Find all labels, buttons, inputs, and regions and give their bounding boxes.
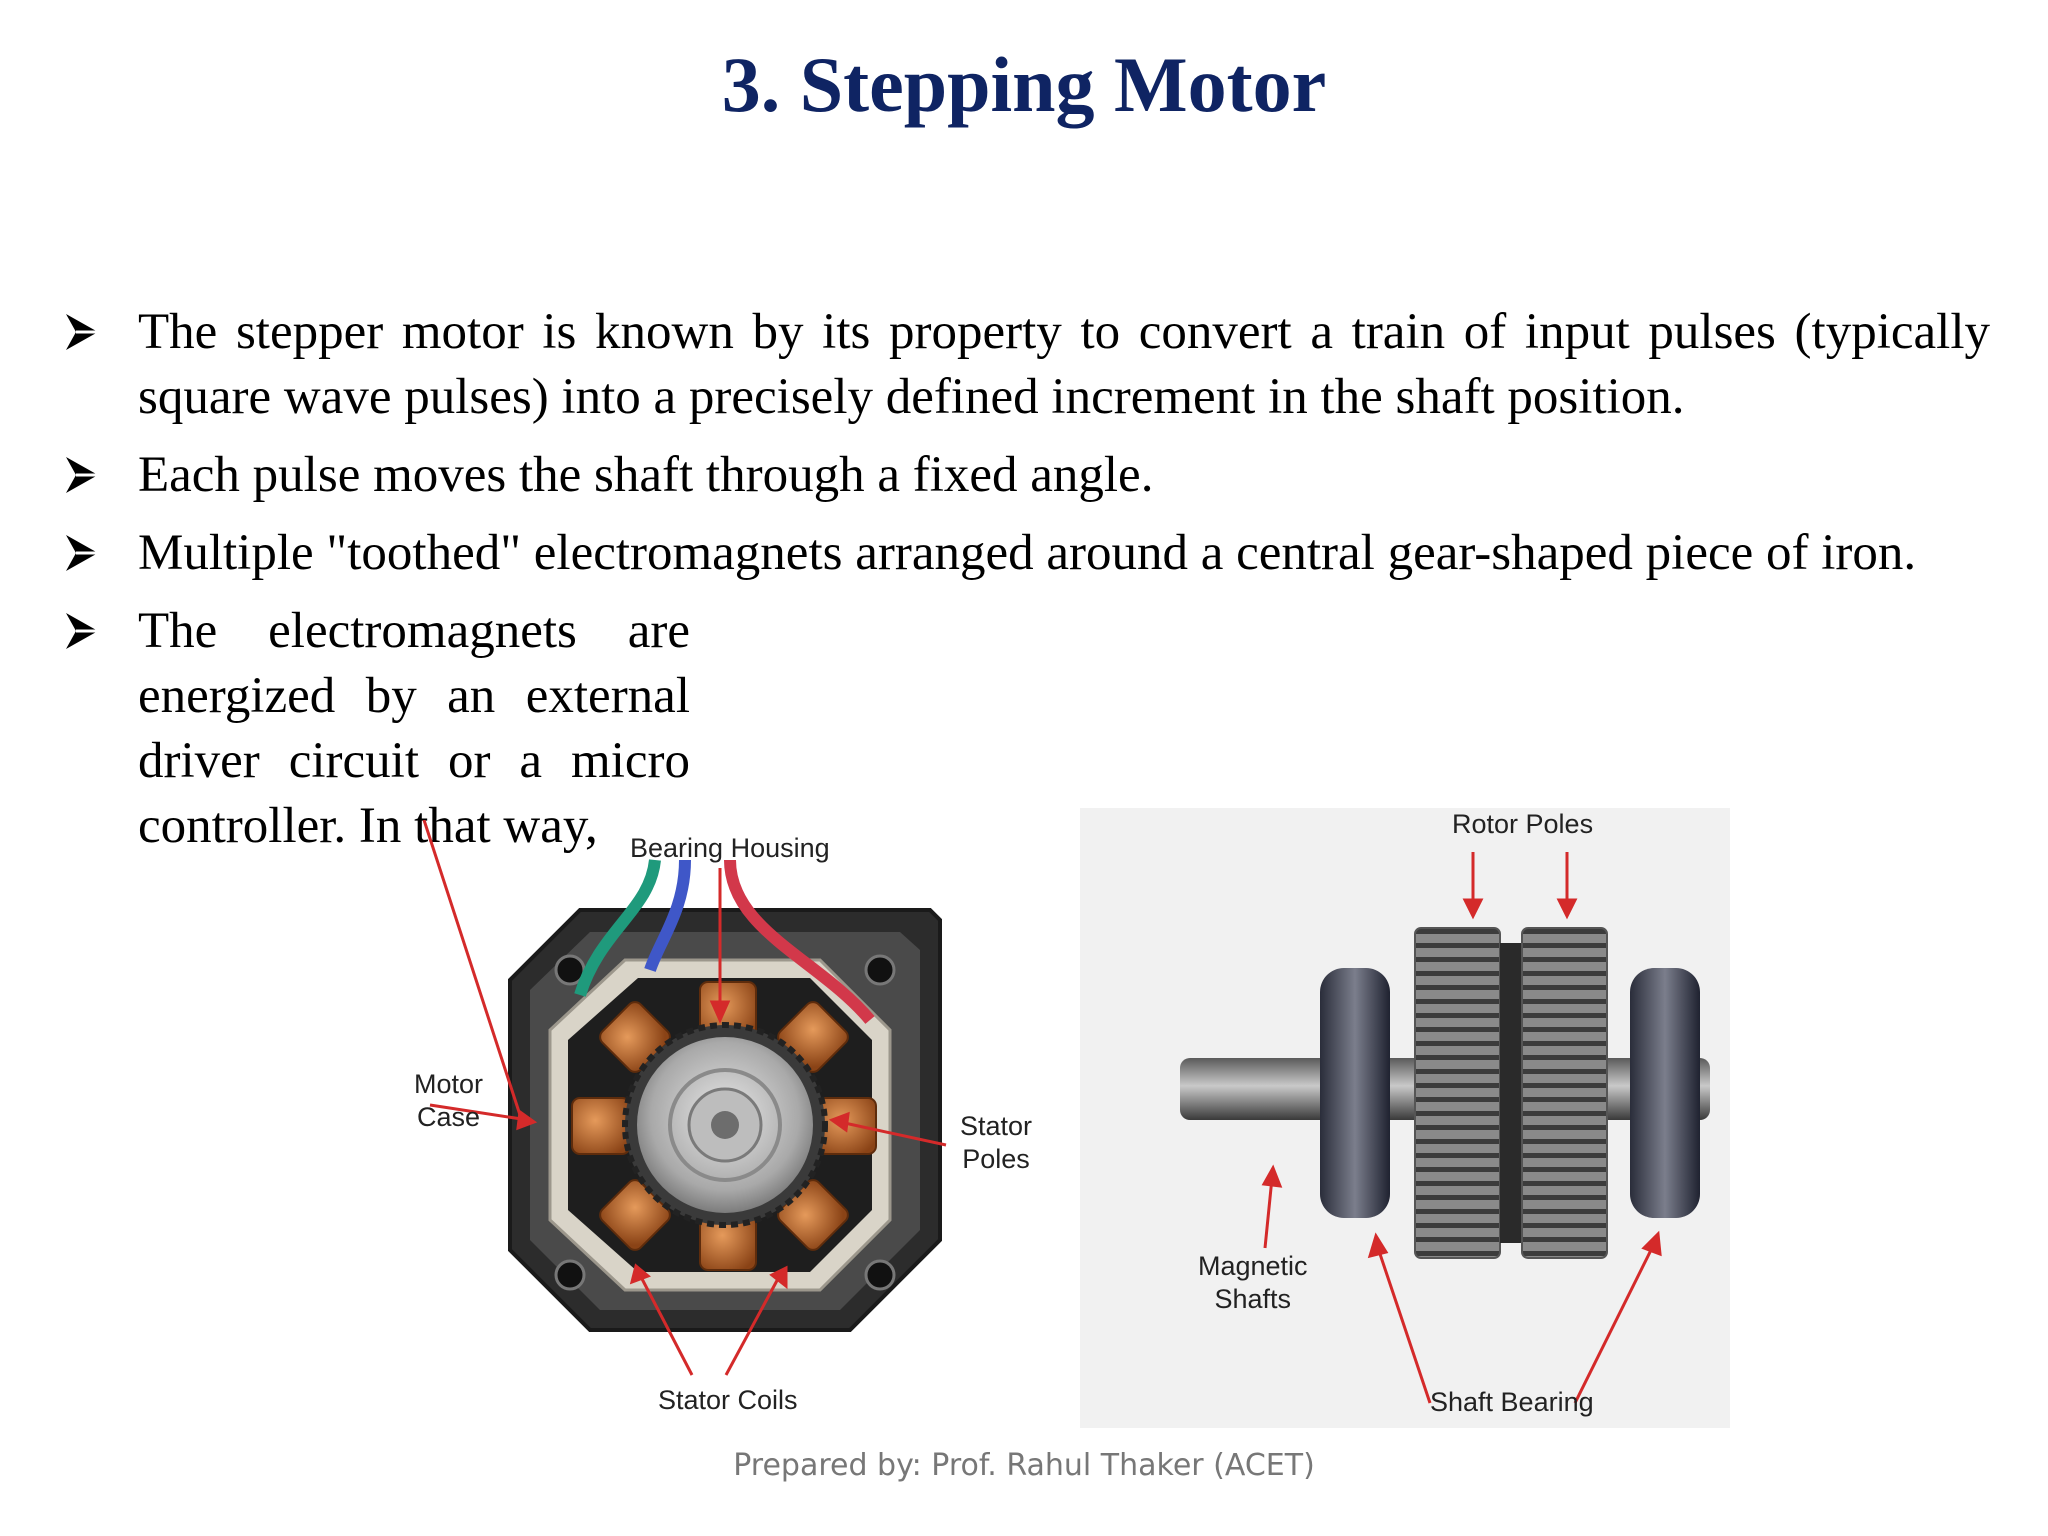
arrowhead-bullet-icon: [66, 613, 98, 649]
bullet-item: Multiple "toothed" electromagnets arrang…: [60, 521, 1990, 586]
bullet-item: Each pulse moves the shaft through a fix…: [60, 443, 1990, 508]
motor-case-label: Motor Case: [414, 1068, 483, 1134]
right-bearing-shape: [1630, 968, 1700, 1218]
stator-figure: Bearing Housing Motor Case Stator Poles …: [400, 820, 1060, 1440]
footer-credit: Prepared by: Prof. Rahul Thaker (ACET): [733, 1448, 1315, 1483]
magnetic-shafts-label-line2: Shafts: [1214, 1284, 1292, 1314]
stator-coils: [571, 981, 877, 1271]
stator-illustration: [422, 820, 947, 1376]
motor-case-label-line1: Motor: [414, 1069, 484, 1099]
arrowhead-bullet-icon: [66, 314, 98, 350]
rotor-gear-left: [1414, 927, 1501, 1259]
bullet-item: The electromagnets are energized by an e…: [60, 599, 1990, 859]
bullet-list: The stepper motor is known by its proper…: [60, 300, 1990, 872]
slide-title: 3. Stepping Motor: [721, 41, 1327, 128]
stator-poles-label: Stator Poles: [960, 1110, 1032, 1176]
bullet-item: The stepper motor is known by its proper…: [60, 300, 1990, 430]
bullet-text: Each pulse moves the shaft through a fix…: [138, 447, 1154, 503]
shaft-bearing-label: Shaft Bearing: [1430, 1387, 1594, 1417]
rotor-gear-right: [1521, 927, 1608, 1259]
rotor-illustration: [1180, 852, 1710, 1404]
bearing-housing-label: Bearing Housing: [630, 833, 830, 863]
bullet-text: The stepper motor is known by its proper…: [138, 304, 1990, 425]
rotor-poles-label: Rotor Poles: [1452, 809, 1594, 839]
stator-annotation-arrows: [422, 820, 947, 1376]
magnetic-shafts-label-line1: Magnetic: [1198, 1251, 1308, 1281]
left-bearing-shape: [1320, 968, 1390, 1218]
bullet-text: Multiple "toothed" electromagnets arrang…: [138, 525, 1917, 581]
bullet-text: The electromagnets are energized by an e…: [138, 603, 690, 854]
stator-poles-label-line2: Poles: [962, 1144, 1030, 1174]
arrowhead-bullet-icon: [66, 457, 98, 493]
rotor-figure: Rotor Poles Magnetic Shafts Shaft Bearin…: [1080, 808, 1730, 1428]
stator-coils-label: Stator Coils: [658, 1385, 798, 1415]
arrowhead-bullet-icon: [66, 535, 98, 571]
rotor-annotation-arrows: [1261, 852, 1662, 1404]
motor-case-label-line2: Case: [417, 1102, 481, 1132]
stator-poles-label-line1: Stator: [960, 1111, 1033, 1141]
magnetic-shafts-label: Magnetic Shafts: [1198, 1250, 1308, 1316]
